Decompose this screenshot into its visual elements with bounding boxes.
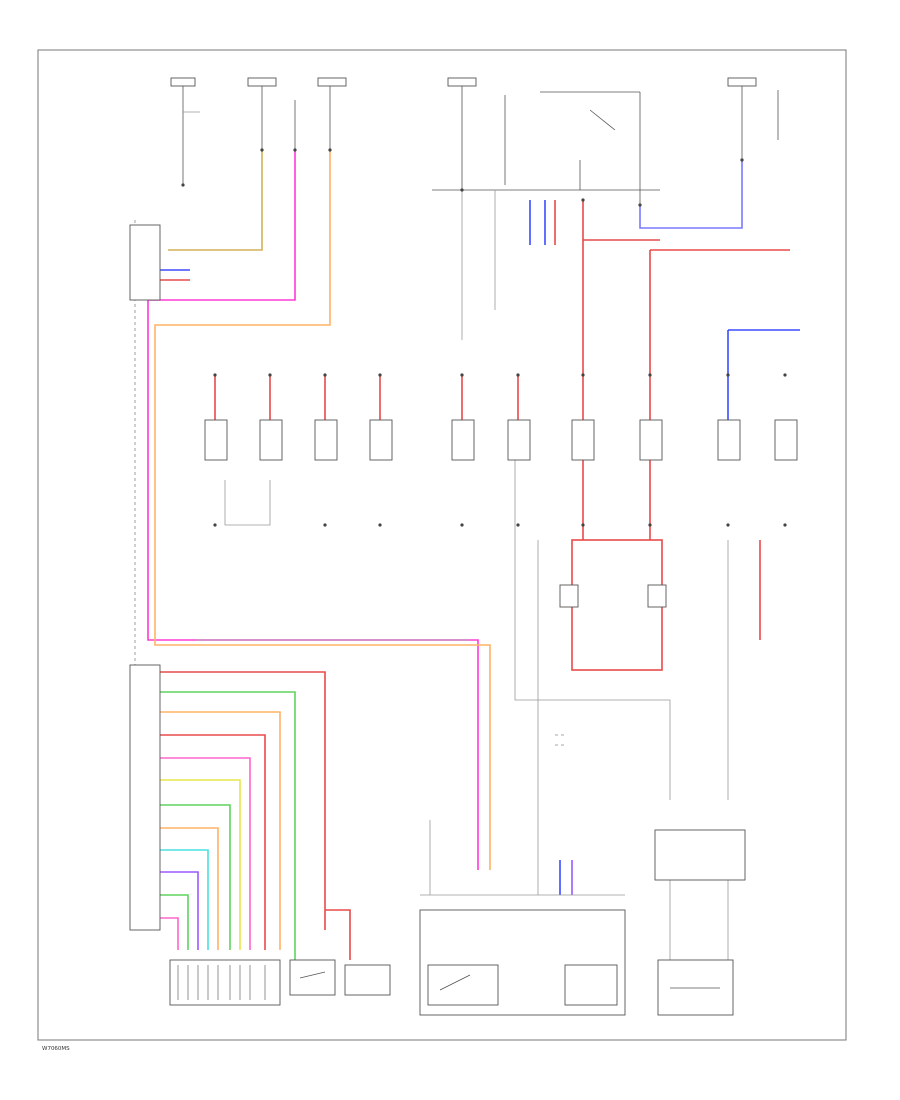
left-module bbox=[129, 220, 161, 931]
gray-wires bbox=[195, 190, 729, 960]
mid-components bbox=[204, 419, 798, 608]
bottom-components bbox=[169, 829, 746, 1016]
legend-lines bbox=[555, 734, 565, 746]
top-fuse-section bbox=[170, 77, 779, 205]
footer-code: W7060MS bbox=[42, 1046, 70, 1052]
terminal-dots bbox=[181, 148, 787, 527]
diagram-frame bbox=[37, 49, 847, 1041]
